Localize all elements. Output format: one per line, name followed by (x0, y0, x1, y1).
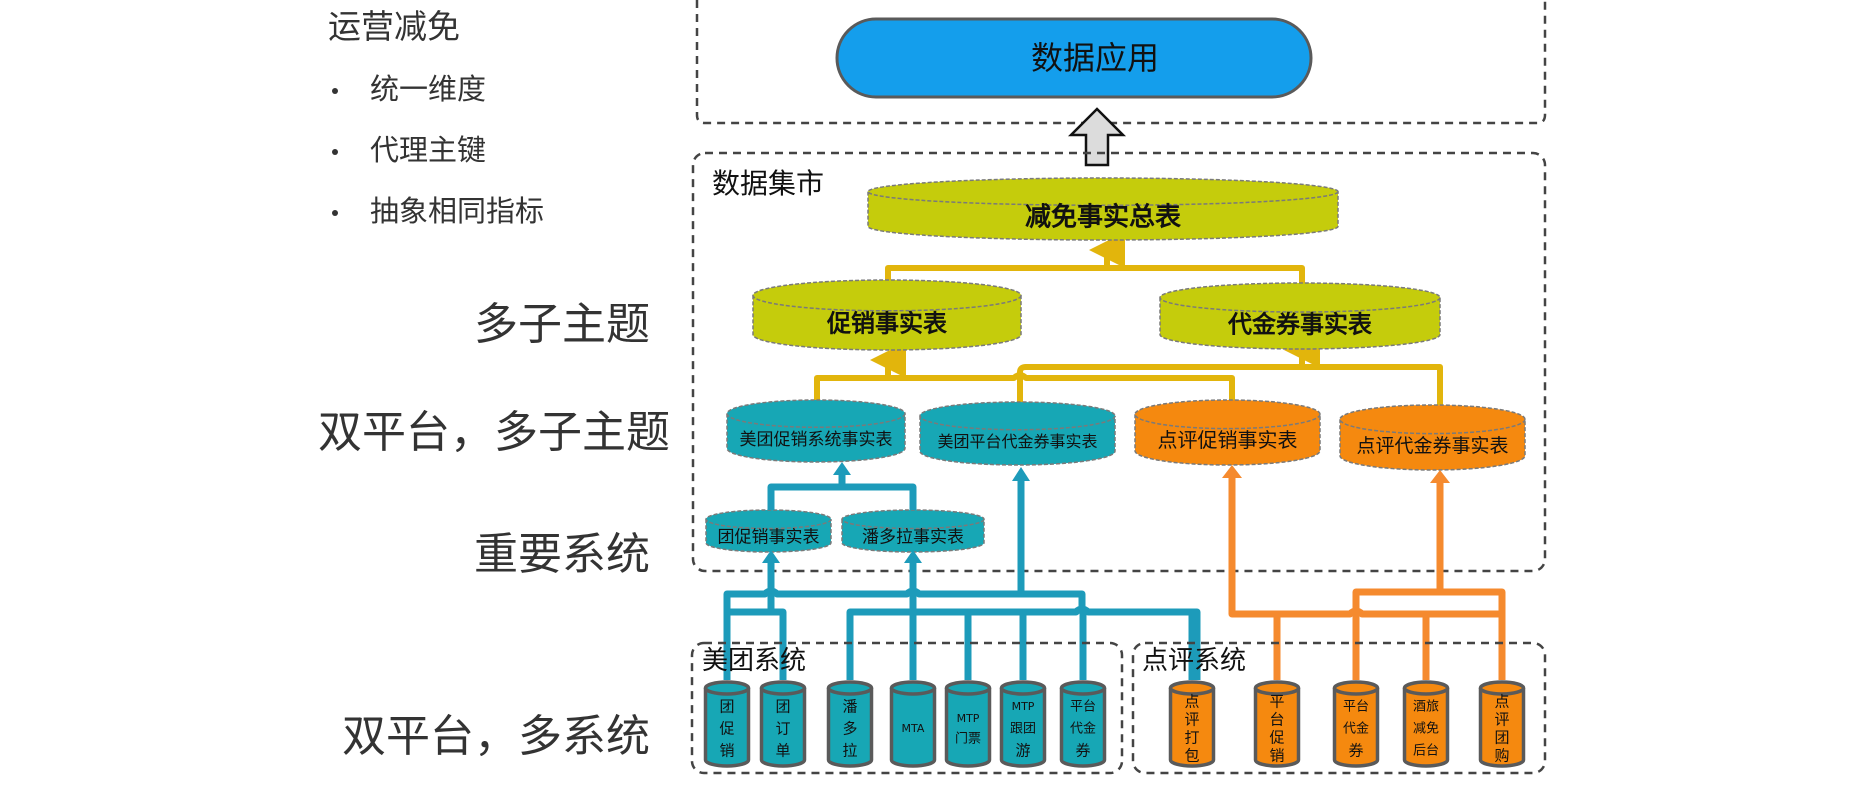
dianping-promotion-fact-table[interactable]: 点评促销事实表 (1134, 399, 1321, 466)
meituan-system-4-label: MTP (957, 712, 980, 725)
tuan-promotion-fact-table-label: 团促销事实表 (718, 528, 820, 548)
sidebar-title: 运营减免 (328, 7, 460, 46)
layer-label-dual-platform-multi-system: 双平台，多系统 (342, 711, 650, 762)
pandora-fact-table[interactable]: 潘多拉事实表 (841, 509, 985, 553)
bullet-item: 抽象相同指标 (328, 188, 544, 230)
dianping-system-0-label: 包 (1184, 747, 1199, 765)
meituan-system-1-label: 单 (775, 742, 790, 760)
pandora-fact-table-label: 潘多拉事实表 (862, 528, 964, 548)
meituan-system-1-label: 订 (775, 720, 790, 738)
bullet-text: 抽象相同指标 (370, 194, 545, 228)
meituan-system-5-label: MTP (1012, 700, 1035, 713)
summary-fact-table-label: 减免事实总表 (1025, 201, 1182, 232)
dianping-system-4-label: 评 (1494, 711, 1509, 729)
data-application-label: 数据应用 (1031, 39, 1159, 77)
meituan-system-0-label: 促 (719, 720, 734, 738)
bullet-item: 代理主键 (328, 127, 486, 169)
dianping-system-1-label: 销 (1269, 747, 1284, 765)
dianping-system-0-label: 评 (1184, 711, 1199, 729)
voucher-fact-table[interactable]: 代金券事实表 (1159, 282, 1441, 350)
dianping-system-0-label: 打 (1184, 729, 1199, 747)
meituan-system-3[interactable]: MTA (889, 680, 937, 768)
dianping-voucher-fact-table[interactable]: 点评代金券事实表 (1339, 404, 1526, 471)
meituan-system-6[interactable]: 平台代金券 (1059, 680, 1107, 768)
dianping-system-1-label: 促 (1269, 729, 1284, 747)
meituan-system-0[interactable]: 团促销 (703, 680, 751, 768)
meituan-system-1-label: 团 (775, 698, 790, 716)
bullet-icon (332, 88, 338, 94)
meituan-system-5-label: 游 (1015, 742, 1030, 760)
meituan-promotion-fact-table[interactable]: 美团促销系统事实表 (726, 399, 906, 463)
meituan-promotion-fact-table-label: 美团促销系统事实表 (740, 430, 893, 450)
bullet-text: 统一维度 (370, 72, 487, 106)
dianping-system-1-label: 平 (1269, 693, 1284, 711)
dianping-system-2[interactable]: 平台代金券 (1332, 680, 1380, 768)
meituan-systems-box (690, 641, 1124, 775)
promotion-fact-table-label: 促销事实表 (826, 310, 948, 338)
dianping-system-2-label: 平台 (1343, 700, 1369, 715)
yellow-connectors (814, 232, 1443, 405)
meituan-systems-title: 美团系统 (702, 646, 806, 676)
dianping-system-3-label: 减免 (1413, 722, 1439, 737)
promotion-fact-table[interactable]: 促销事实表 (752, 279, 1022, 351)
meituan-system-2-label: 潘 (842, 698, 857, 716)
dianping-promotion-fact-table-label: 点评促销事实表 (1158, 428, 1298, 452)
dianping-system-3-label: 后台 (1413, 744, 1439, 759)
layer-label-important-systems: 重要系统 (474, 529, 650, 580)
bullet-item: 统一维度 (328, 66, 486, 108)
data-mart-title: 数据集市 (712, 167, 824, 200)
data-application-pill[interactable] (835, 17, 1313, 99)
dianping-system-1-label: 台 (1269, 711, 1284, 729)
meituan-system-5-label: 跟团 (1010, 722, 1036, 737)
meituan-voucher-fact-table[interactable]: 美团平台代金券事实表 (919, 401, 1116, 466)
meituan-system-4-label: 门票 (955, 732, 981, 747)
meituan-system-2[interactable]: 潘多拉 (826, 680, 874, 768)
layer-label-multi-subject: 多子主题 (474, 299, 650, 350)
meituan-system-0-label: 团 (719, 698, 734, 716)
layer-label-dual-platform-multi-subject: 双平台，多子主题 (318, 407, 670, 458)
dianping-systems-title: 点评系统 (1142, 646, 1246, 676)
up-arrow-icon (1067, 107, 1127, 167)
meituan-system-3-label: MTA (902, 722, 925, 735)
dianping-system-4-label: 购 (1494, 747, 1509, 765)
meituan-system-2-label: 多 (842, 720, 857, 738)
dianping-system-3-label: 酒旅 (1413, 700, 1439, 715)
bullet-text: 代理主键 (370, 133, 487, 167)
tuan-promotion-fact-table[interactable]: 团促销事实表 (705, 509, 832, 553)
bullet-icon (332, 210, 338, 216)
meituan-system-6-label: 平台 (1070, 700, 1096, 715)
dianping-voucher-fact-table-label: 点评代金券事实表 (1356, 435, 1508, 457)
application-box (695, 0, 1547, 125)
meituan-system-6-label: 代金 (1070, 721, 1096, 737)
orange-connectors (1222, 465, 1506, 680)
source-cylinders: 团促销团订单潘多拉MTAMTP门票MTP跟团游平台代金券点评打包平台促销平台代金… (703, 680, 1526, 768)
summary-fact-table[interactable]: 减免事实总表 (867, 177, 1339, 241)
dianping-system-0-label: 点 (1184, 693, 1199, 711)
meituan-system-2-label: 拉 (842, 742, 857, 760)
meituan-system-4[interactable]: MTP 门票 (944, 680, 992, 768)
meituan-voucher-fact-table-label: 美团平台代金券事实表 (937, 432, 1097, 451)
bullet-icon (332, 149, 338, 155)
meituan-system-0-label: 销 (719, 742, 734, 760)
dianping-system-2-label: 券 (1348, 742, 1363, 760)
data-mart-box (691, 151, 1547, 573)
dianping-system-4-label: 点 (1494, 693, 1509, 711)
meituan-system-6-label: 券 (1075, 742, 1090, 760)
voucher-fact-table-label: 代金券事实表 (1227, 310, 1373, 338)
dianping-system-2-label: 代金 (1343, 721, 1369, 737)
meituan-system-5[interactable]: MTP 跟团游 (999, 680, 1047, 768)
teal-connectors (723, 462, 1201, 680)
dianping-system-4-label: 团 (1494, 729, 1509, 747)
meituan-system-1[interactable]: 团订单 (759, 680, 807, 768)
